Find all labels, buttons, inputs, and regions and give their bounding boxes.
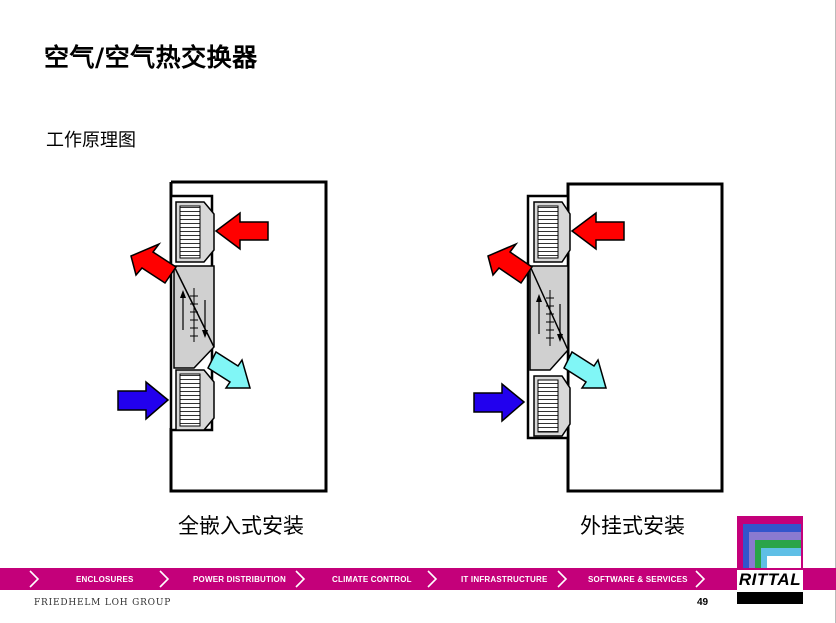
nav-item-software-services[interactable]: SOFTWARE & SERVICES [588,575,688,584]
slide-title: 空气/空气热交换器 [44,43,258,72]
exchanger-core [529,265,569,371]
rittal-logo[interactable]: RITTAL [737,570,803,594]
nav-item-it-infrastructure[interactable]: IT INFRASTRUCTURE [461,575,548,584]
nav-item-enclosures[interactable]: ENCLOSURES [76,575,134,584]
upper-fan [175,201,215,263]
hot-air-inlet-arrow [214,211,269,251]
external-mount-diagram [473,182,724,493]
exchanger-core [173,265,215,369]
rittal-logo-squares [737,516,803,568]
hot-air-outlet-arrow [130,242,178,285]
heat-exchanger-diagram [117,180,724,493]
slide-subtitle: 工作原理图 [46,130,136,151]
upper-fan [533,201,571,263]
lower-fan [175,369,215,431]
cold-air-inlet-arrow [117,380,170,421]
lower-fan [533,375,571,437]
hot-air-inlet-arrow [570,211,625,251]
hot-air-outlet-arrow [487,242,534,285]
cold-air-inlet-arrow [473,382,526,423]
caption-external-mount: 外挂式安装 [580,514,685,538]
page-number: 49 [697,597,709,608]
footer-company: FRIEDHELM LOH GROUP [34,598,172,608]
nav-item-climate-control[interactable]: CLIMATE CONTROL [332,575,412,584]
rittal-logo-text: RITTAL [737,570,803,590]
caption-recessed-mount: 全嵌入式安装 [178,514,304,538]
product-nav-bar [0,568,836,590]
nav-item-power-distribution[interactable]: POWER DISTRIBUTION [193,575,286,584]
cooled-air-outlet-arrow [207,350,251,389]
cooled-air-outlet-arrow [563,350,607,389]
rittal-logo-bar [737,592,803,604]
recessed-mount-diagram [117,180,328,493]
